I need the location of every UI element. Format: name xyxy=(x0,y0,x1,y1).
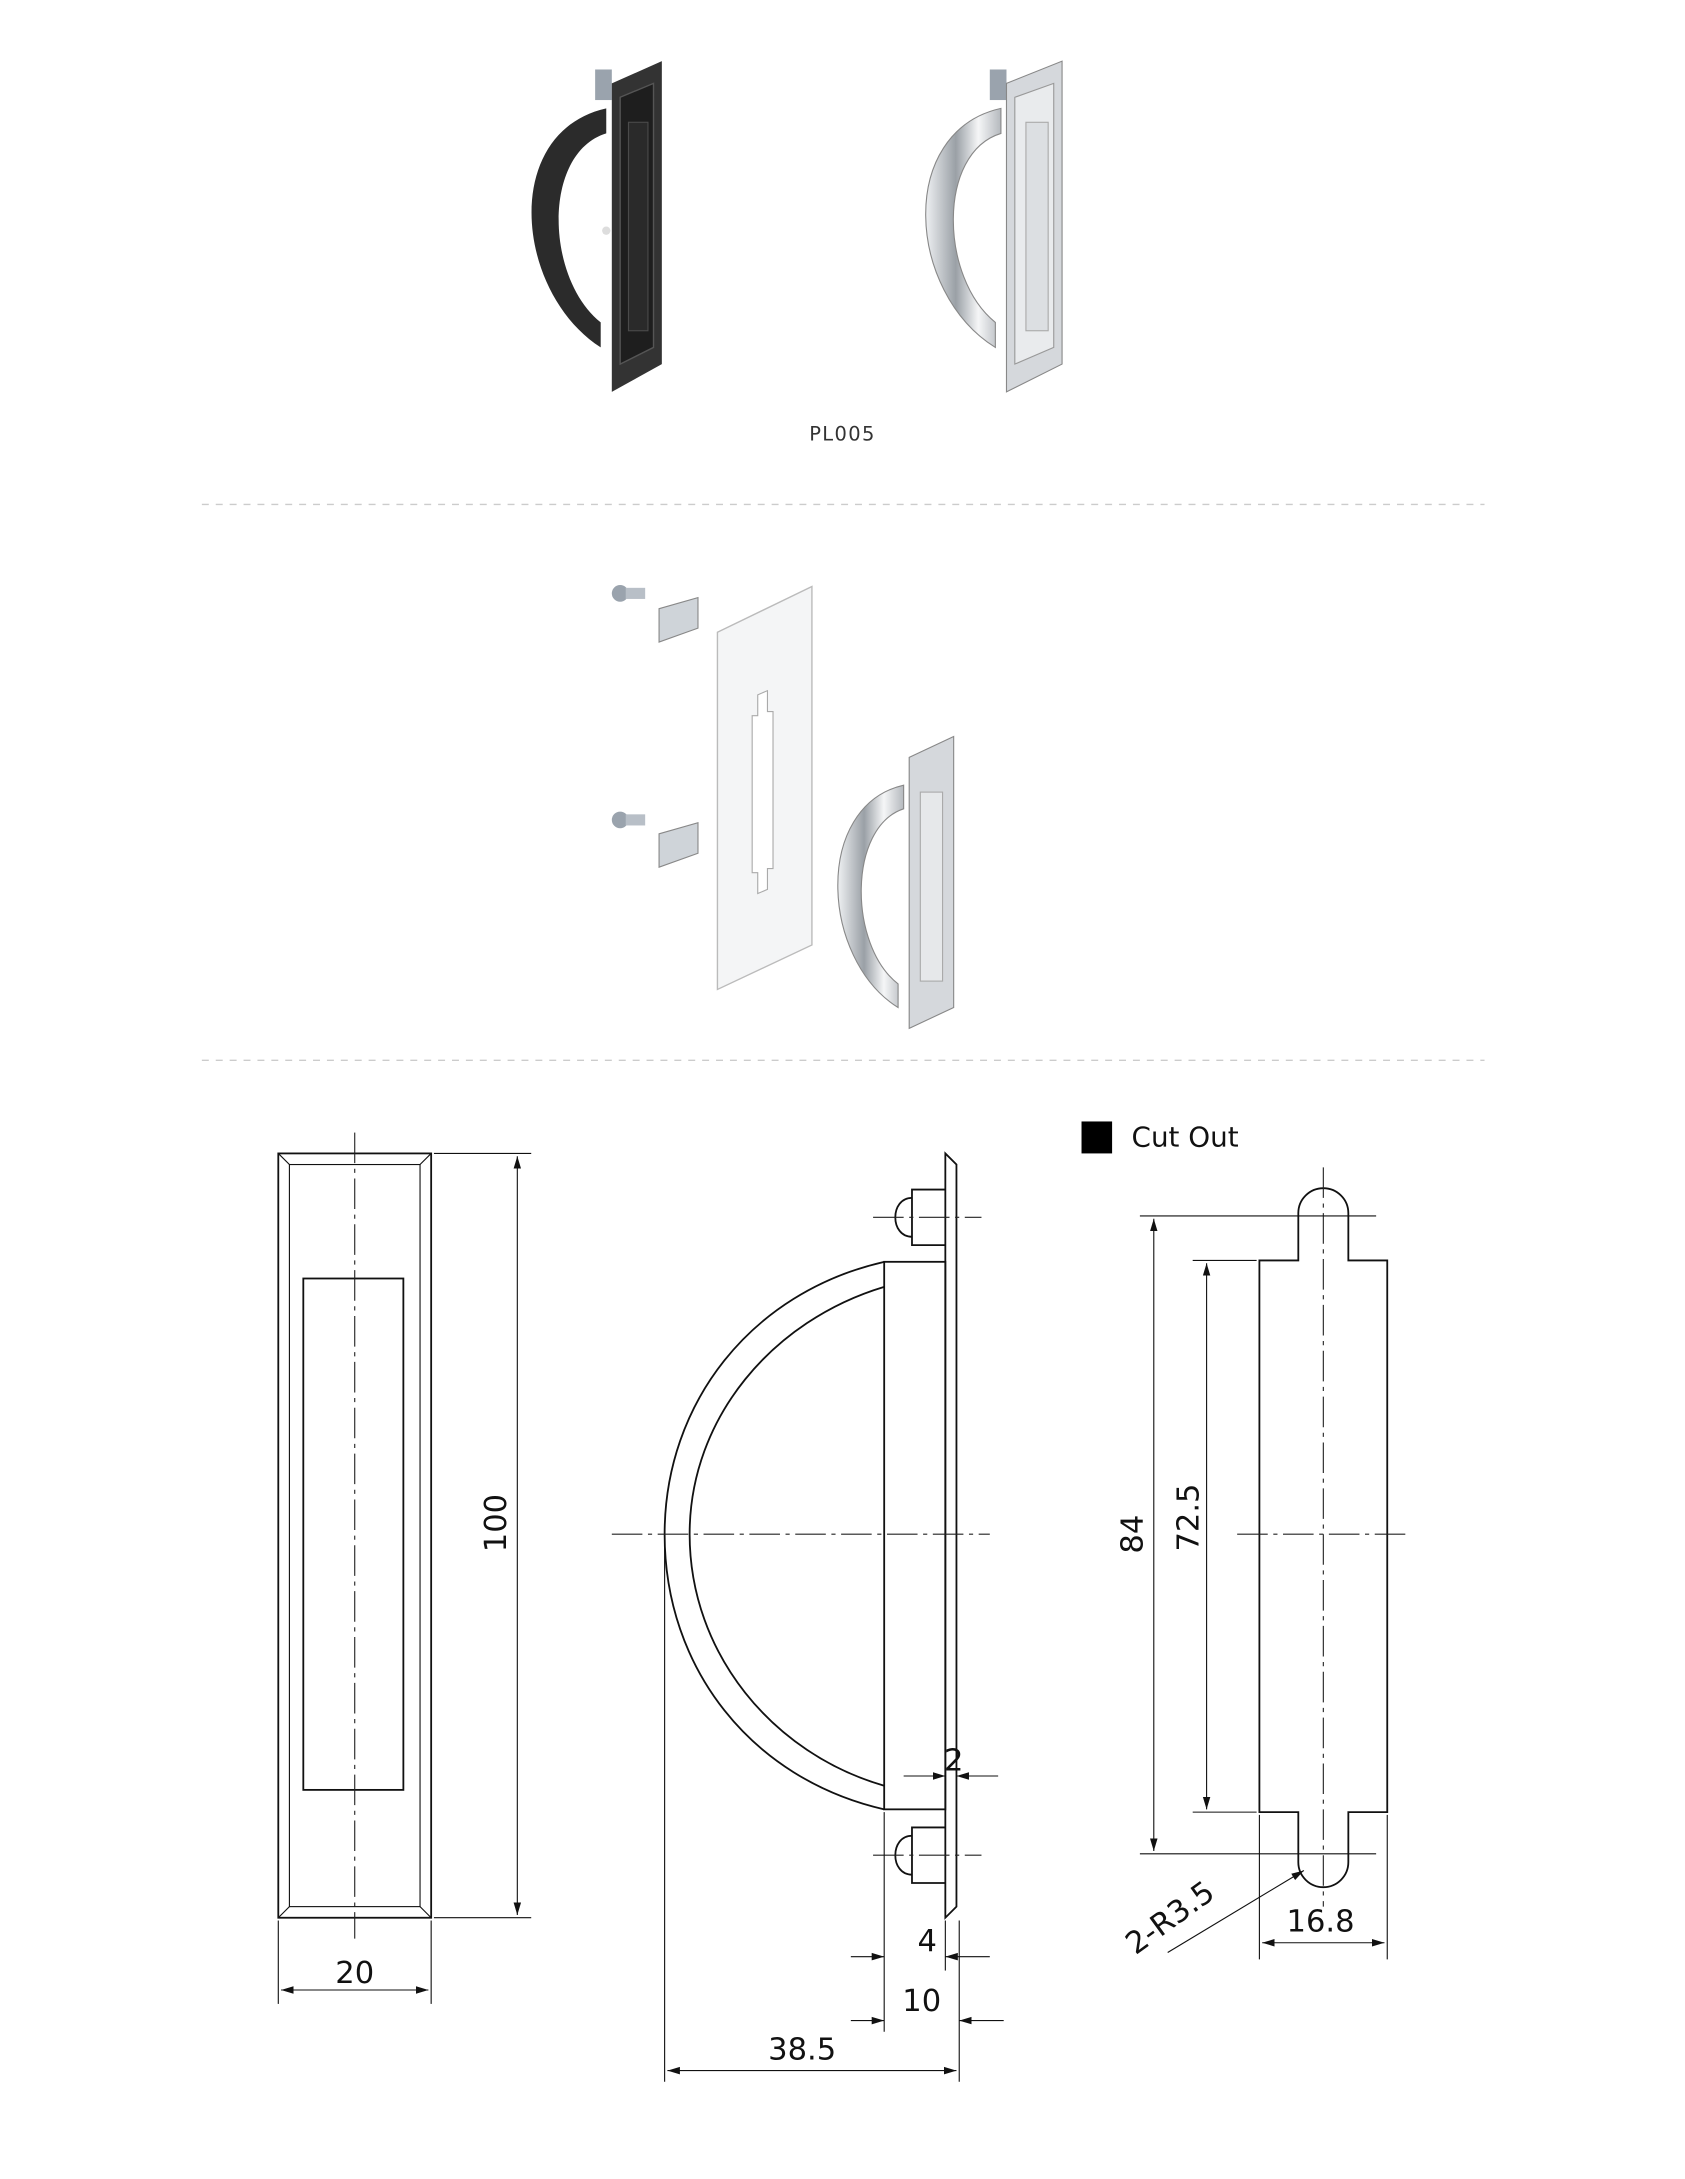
clip-icon xyxy=(658,596,699,643)
product-code: PL005 xyxy=(809,423,876,446)
dim-cutout-body: 72.5 xyxy=(1171,1483,1206,1551)
screw-icon xyxy=(611,585,646,602)
side-view-drawing xyxy=(611,1151,1004,2082)
dim-base-depth: 4 xyxy=(918,1924,937,1959)
dim-total-depth: 38.5 xyxy=(768,2032,836,2067)
panel-plate xyxy=(716,585,813,991)
cut-out-legend-swatch xyxy=(1081,1121,1113,1154)
cut-out-drawing xyxy=(1139,1167,1410,1960)
dim-width: 20 xyxy=(335,1956,374,1991)
dim-mount-depth: 10 xyxy=(902,1984,941,2019)
dim-cutout-width: 16.8 xyxy=(1287,1905,1355,1940)
dim-cutout-radius: 2-R3.5 xyxy=(1120,1875,1222,1962)
dim-plate-thickness: 2 xyxy=(944,1743,963,1778)
product-image-black xyxy=(531,61,662,392)
dim-cutout-total: 84 xyxy=(1116,1515,1151,1554)
screw-icon xyxy=(611,811,646,829)
front-view-drawing xyxy=(277,1132,532,2004)
product-image-chrome xyxy=(925,60,1063,393)
handle-chrome-exploded xyxy=(837,735,955,1030)
dim-height: 100 xyxy=(479,1494,514,1552)
cut-out-legend-label: Cut Out xyxy=(1132,1120,1239,1153)
clip-icon xyxy=(658,821,699,868)
exploded-view xyxy=(611,585,955,1030)
